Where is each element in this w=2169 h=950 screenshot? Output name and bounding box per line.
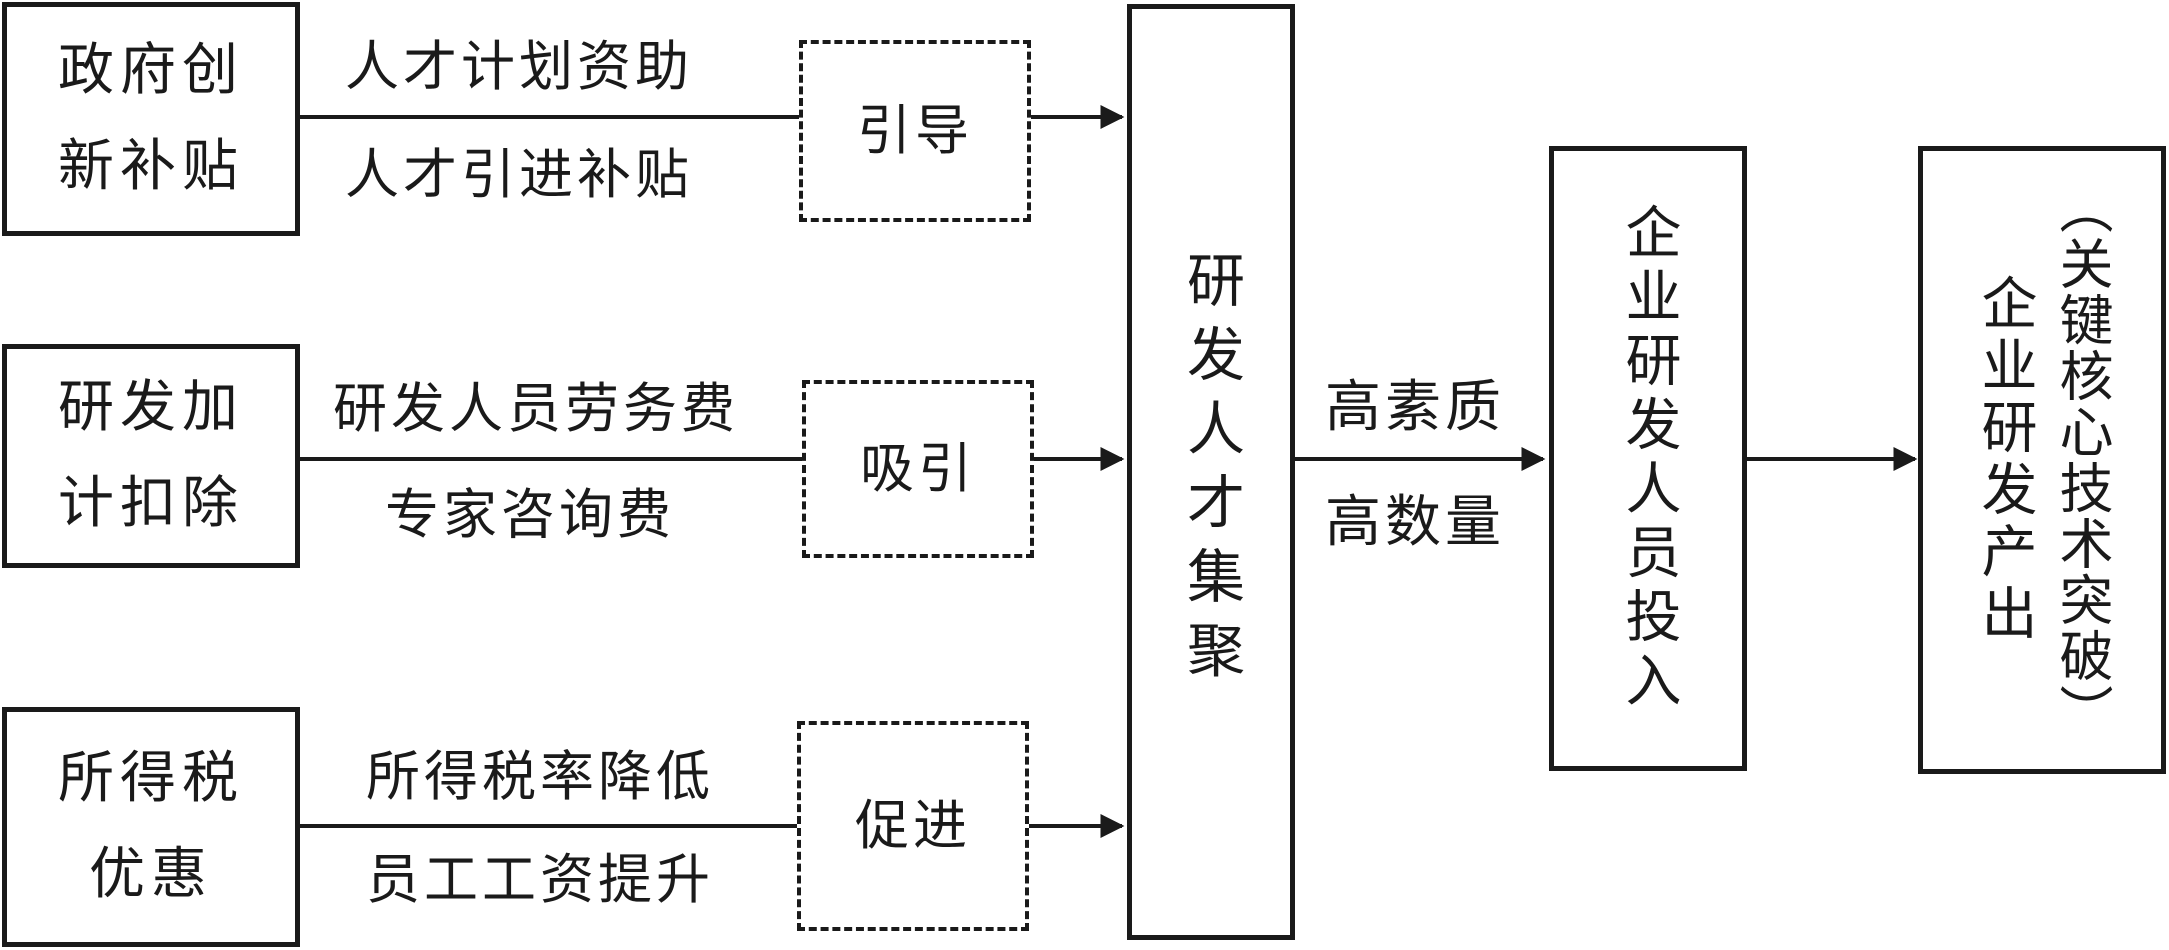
effect-label: 促进 (855, 794, 971, 857)
rd-personnel-input-box: 企业研发人员投入 (1549, 146, 1747, 771)
effect-box-guide: 引导 (799, 40, 1031, 222)
effect-box-promote: 促进 (797, 721, 1029, 931)
mechanism-label-top: 人才计划资助 (345, 35, 693, 98)
talent-agglomeration-label: 研发人才集聚 (1177, 250, 1245, 694)
mechanism-label-top: 所得税率降低 (366, 745, 714, 808)
policy-label-line2: 新补贴 (58, 134, 244, 199)
rd-output-label: 企业研发产出 (1972, 274, 2037, 646)
policy-box-rd-deduction: 研发加 计扣除 (2, 344, 300, 568)
policy-label-line1: 所得税 (58, 746, 244, 811)
quality-label: 高素质 (1325, 375, 1505, 440)
mechanism-label-bottom: 专家咨询费 (385, 483, 675, 546)
policy-label-line1: 政府创 (58, 38, 244, 103)
effect-box-attract: 吸引 (802, 380, 1034, 558)
policy-box-innovation-subsidy: 政府创 新补贴 (2, 2, 300, 236)
mechanism-label-bottom: 人才引进补贴 (345, 143, 693, 206)
rd-output-note: （关键核心技术突破） (2050, 180, 2113, 740)
effect-label: 吸引 (860, 437, 976, 500)
mechanism-label-top: 研发人员劳务费 (333, 377, 739, 440)
quantity-label: 高数量 (1325, 490, 1505, 555)
talent-agglomeration-box: 研发人才集聚 (1127, 4, 1295, 940)
policy-label-line1: 研发加 (58, 375, 244, 440)
policy-label-line2: 计扣除 (58, 471, 244, 536)
effect-label: 引导 (857, 99, 973, 162)
policy-label-line2: 优惠 (89, 842, 213, 907)
policy-box-income-tax: 所得税 优惠 (2, 707, 300, 947)
rd-personnel-input-label: 企业研发人员投入 (1616, 202, 1681, 715)
rd-output-box: （关键核心技术突破） 企业研发产出 (1918, 146, 2166, 774)
mechanism-label-bottom: 员工工资提升 (366, 848, 714, 911)
